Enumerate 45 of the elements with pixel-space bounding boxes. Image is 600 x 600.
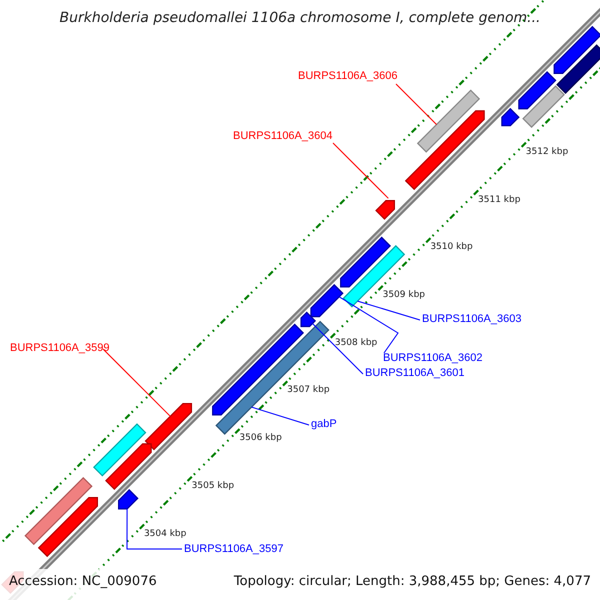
tick-label: 3508 kbp [334, 338, 378, 348]
gene-label: BURPS1106A_3606 [298, 70, 398, 82]
gene-label: BURPS1106A_3602 [383, 352, 482, 364]
tick-label: 3510 kbp [430, 242, 473, 252]
gene-feature [310, 284, 344, 318]
gene-feature [340, 236, 391, 288]
leader-line [338, 296, 399, 354]
gene-feature [556, 44, 600, 94]
tick-label: 3512 kbp [526, 146, 568, 157]
title: Burkholderia pseudomallei 1106a chromosome I, complete genom... [58, 10, 542, 26]
tick-label: 3506 kbp [239, 433, 282, 444]
gene-feature [105, 443, 152, 490]
leader-line [332, 142, 389, 199]
gene-feature [518, 71, 556, 110]
gene-feature [375, 200, 395, 220]
leader-line [312, 323, 364, 374]
gene-feature [416, 89, 480, 153]
gene-feature [522, 85, 565, 128]
gene-label: gabP [311, 418, 337, 430]
tick-label: 3511 kbp [478, 194, 520, 204]
gene-label: BURPS1106A_3599 [10, 342, 110, 354]
tick-label: 3509 kbp [382, 290, 425, 300]
leader-line [396, 84, 437, 125]
gene-feature [144, 402, 192, 450]
gene-label: BURPS1106A_3601 [365, 367, 464, 379]
gene-feature [93, 423, 146, 477]
gene-feature [554, 26, 600, 74]
leader-line [357, 300, 420, 320]
footer-text: Accession: NC_009076 [9, 574, 157, 589]
leader-line [251, 406, 310, 426]
tick-label: 3507 kbp [287, 385, 330, 396]
gene-label: BURPS1106A_3597 [184, 543, 284, 555]
gene-label: BURPS1106A_3604 [233, 130, 332, 142]
footer-text: Topology: circular; Length: 3,988,455 bp; Genes: 4,077 [234, 574, 591, 589]
gene-feature [501, 108, 520, 126]
gene-label: BURPS1106A_3603 [422, 313, 522, 325]
leader-line [102, 348, 171, 417]
tick-label: 3505 kbp [192, 480, 234, 491]
gene-feature [300, 312, 316, 328]
gene-feature [38, 497, 98, 558]
tick-label: 3504 kbp [144, 528, 186, 539]
gene-feature [24, 476, 93, 546]
gene-feature [342, 245, 406, 308]
gene-feature [404, 110, 485, 190]
leader-line [126, 508, 182, 550]
